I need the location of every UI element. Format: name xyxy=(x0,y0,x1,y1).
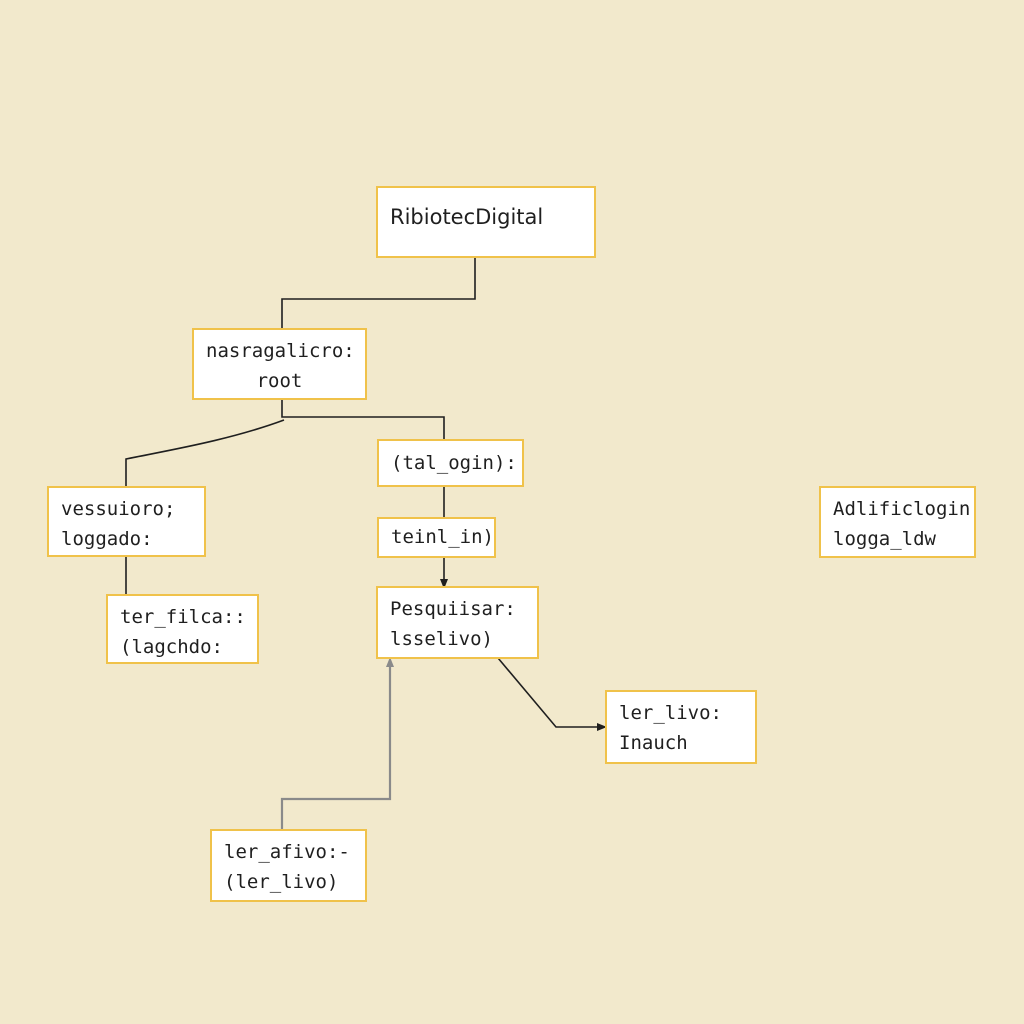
node-admin-login: Adlificlogin logga_ldw xyxy=(819,486,976,558)
node-usuario-logado: vessuioro; loggado: xyxy=(47,486,206,557)
node-filtro-line-2: (lagchdo: xyxy=(120,636,223,658)
node-tein: teinl_in) xyxy=(377,517,496,558)
node-pesquisar-line-2: lsselivo) xyxy=(390,628,493,650)
node-biblioteca-digital-label: RibiotecDigital xyxy=(390,205,544,229)
node-login: (tal_ogin): xyxy=(377,439,524,487)
connector-ler-arquivo-pesquisar xyxy=(280,657,394,830)
node-admin-line-1: Adlificlogin xyxy=(833,498,971,520)
node-filtro: ter_filca:: (lagchdo: xyxy=(106,594,259,664)
connector-biblioteca-root xyxy=(281,258,476,329)
node-biblioteca-digital: RibiotecDigital xyxy=(376,186,596,258)
node-ler-arquivo-line-1: ler_afivo:- xyxy=(224,841,350,863)
node-usuario-line-2: loggado: xyxy=(61,528,153,550)
connector-root-usuario xyxy=(125,419,285,487)
node-ler-livro-line-2: Inauch xyxy=(619,732,688,754)
node-pesquisar-line-1: Pesquiisar: xyxy=(390,598,516,620)
node-tein-label: teinl_in) xyxy=(391,526,494,548)
node-ler-arquivo: ler_afivo:- (ler_livo) xyxy=(210,829,367,902)
node-filtro-line-1: ter_filca:: xyxy=(120,606,246,628)
node-login-label: (tal_ogin): xyxy=(391,452,517,474)
node-usuario-line-1: vessuioro; xyxy=(61,498,176,520)
node-root-line-2: root xyxy=(256,370,303,392)
node-root-line-1: nasragalicro: xyxy=(206,340,355,362)
node-admin-line-2: logga_ldw xyxy=(833,528,936,550)
node-ler-livro-line-1: ler_livo: xyxy=(619,702,722,724)
connector-root-branch xyxy=(281,399,445,440)
node-pesquisar: Pesquiisar: lsselivo) xyxy=(376,586,539,659)
connector-pesquisar-ler-livro xyxy=(497,657,607,731)
node-ler-arquivo-line-2: (ler_livo) xyxy=(224,871,339,893)
node-ler-livro: ler_livo: Inauch xyxy=(605,690,757,764)
node-root: nasragalicro: root xyxy=(192,328,367,400)
